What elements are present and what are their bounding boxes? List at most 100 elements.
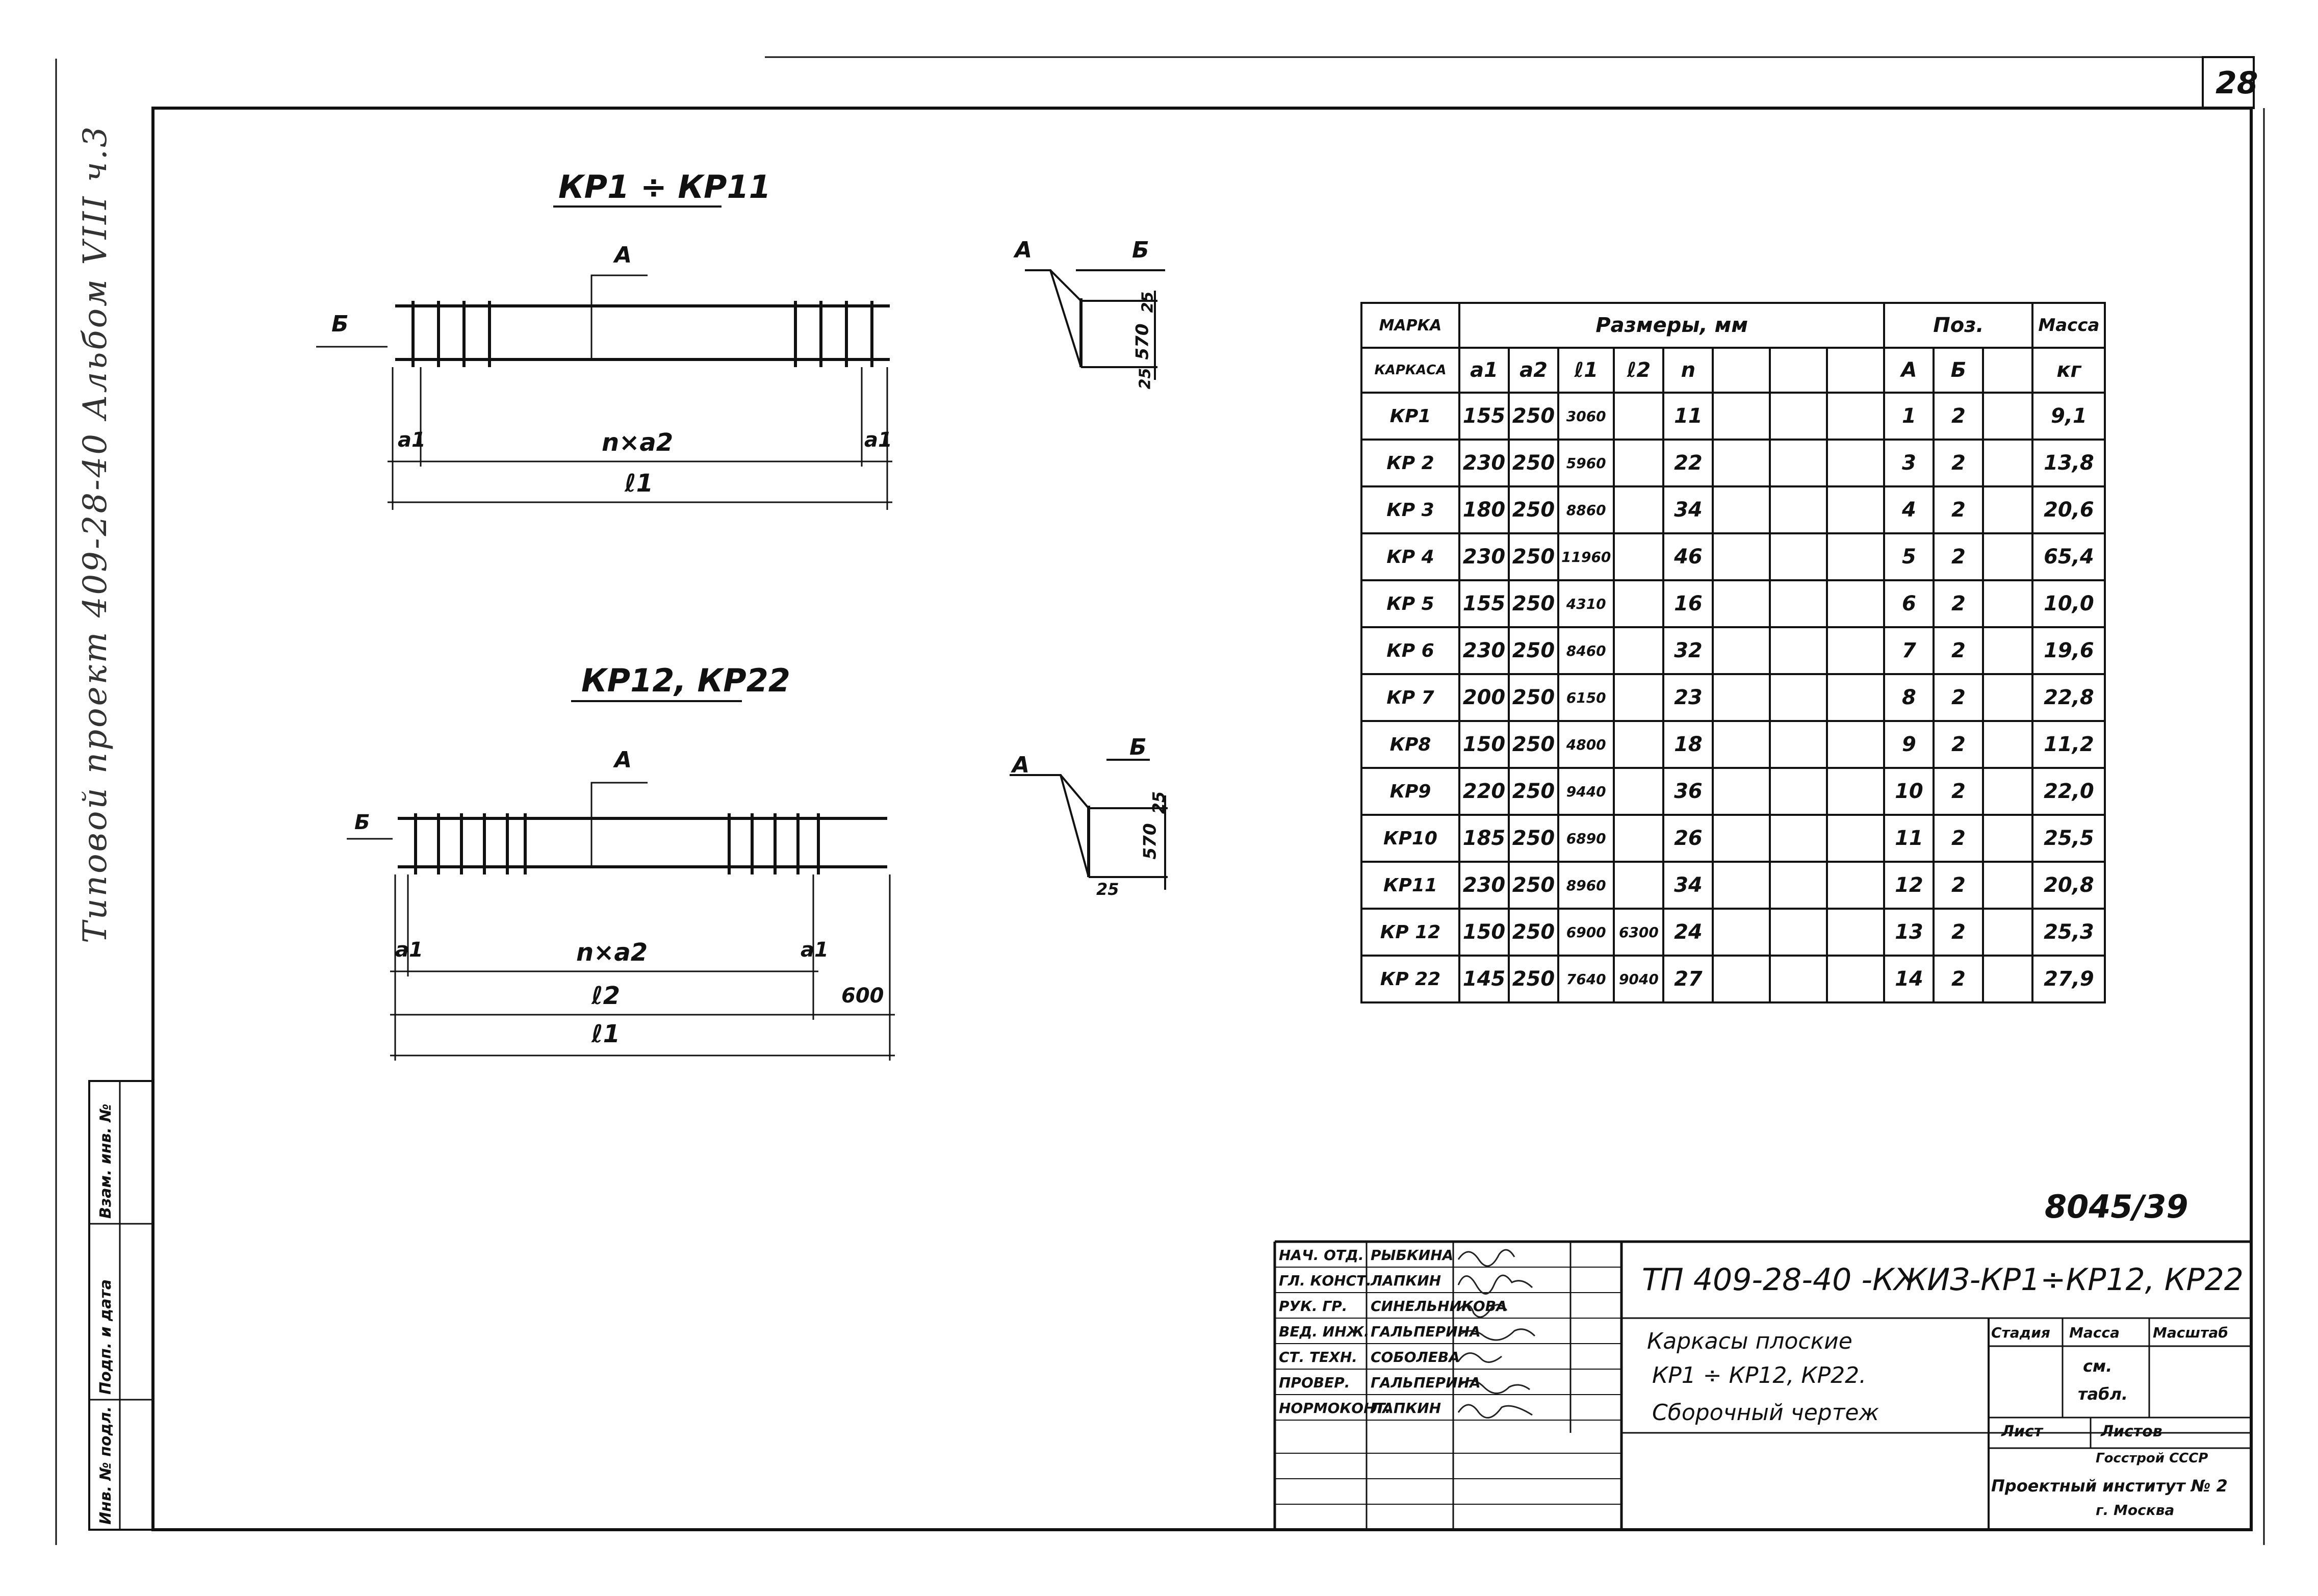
side-cell-vzam: Взам. инв. № [97,1103,115,1219]
table-cell-mass: 11,2 [2031,720,2106,769]
table-cell-mass: 19,6 [2031,626,2106,675]
table-cell-empty [1982,626,2034,675]
table-cell-l1: 8960 [1557,861,1615,910]
table-cell-pa: 9 [1883,720,1935,769]
table-cell-empty [1769,955,1828,1003]
table-cell-empty [1769,532,1828,581]
table-cell-pa: 7 [1883,626,1935,675]
table-cell-m: КР 4 [1360,532,1460,581]
section1-label-a: А [1015,237,1033,263]
table-cell-n: 36 [1662,767,1714,816]
table-cell-pb: 2 [1933,861,1985,910]
table-cell-pb: 2 [1933,720,1985,769]
th-marka: МАРКА [1360,302,1460,349]
th-a1: a1 [1458,347,1510,394]
title-block-listov: Листов [2101,1423,2162,1440]
th-empty4 [1982,347,2034,394]
title-block-list: Лист [2001,1423,2043,1440]
title-block-masshtab: Масштаб [2153,1324,2228,1341]
table-cell-empty [1826,955,1886,1003]
drawing1-label-b: Б [331,311,349,337]
table-cell-l1: 3060 [1557,392,1615,441]
table-cell-l2 [1613,626,1665,675]
th-razmery: Размеры, мм [1458,302,1886,349]
table-cell-pa: 6 [1883,579,1935,628]
section1-dim-25: 25 [1139,291,1157,313]
table-cell-a1: 150 [1458,720,1510,769]
table-cell-empty [1712,861,1771,910]
drawing2-dim-na2: n×a2 [576,938,648,967]
table-cell-m: КР 22 [1360,955,1460,1003]
person-role: НОРМОКОНТ. [1279,1400,1391,1417]
table-cell-mass: 20,8 [2031,861,2106,910]
section2-dim-25: 25 [1149,791,1169,814]
table-cell-empty [1712,626,1771,675]
table-cell-l2: 9040 [1613,955,1665,1003]
table-cell-l2 [1613,767,1665,816]
title-block-code: ТП 409-28-40 -КЖИЗ-КР1÷КР12, КР22 [1642,1262,2244,1298]
table-cell-a2: 250 [1508,485,1559,534]
drawing1-dim-l1: ℓ1 [625,469,654,498]
table-cell-a1: 230 [1458,532,1510,581]
table-cell-a1: 230 [1458,861,1510,910]
table-cell-empty [1712,955,1771,1003]
table-cell-pb: 2 [1933,439,1985,487]
table-cell-a1: 155 [1458,392,1510,441]
table-cell-pb: 2 [1933,485,1985,534]
table-cell-empty [1712,720,1771,769]
table-cell-m: КР 5 [1360,579,1460,628]
section1-dim-570: 570 [1132,323,1153,360]
table-cell-n: 26 [1662,814,1714,863]
table-cell-empty [1826,814,1886,863]
table-cell-l2 [1613,720,1665,769]
person-role: НАЧ. ОТД. [1279,1247,1364,1264]
table-cell-a2: 250 [1508,439,1559,487]
title-block-org1: Госстрой СССР [2096,1451,2208,1466]
table-cell-n: 34 [1662,485,1714,534]
section2-label-a: А [1012,752,1030,778]
table-cell-l1: 8860 [1557,485,1615,534]
table-cell-pa: 14 [1883,955,1935,1003]
title-block-org3: г. Москва [2096,1502,2175,1518]
th-poz: Поз. [1883,302,2034,349]
table-cell-a2: 250 [1508,767,1559,816]
table-cell-empty [1826,767,1886,816]
table-cell-n: 18 [1662,720,1714,769]
table-cell-m: КР 7 [1360,673,1460,722]
person-name: СОБОЛЕВА [1371,1349,1460,1366]
table-cell-a2: 250 [1508,579,1559,628]
table-cell-a1: 180 [1458,485,1510,534]
table-cell-pa: 4 [1883,485,1935,534]
table-cell-empty [1769,392,1828,441]
table-cell-empty [1982,579,2034,628]
title-block-org2: Проектный институт № 2 [1991,1476,2228,1496]
table-cell-pb: 2 [1933,955,1985,1003]
table-cell-empty [1769,579,1828,628]
table-cell-a1: 220 [1458,767,1510,816]
person-name: ЛАПКИН [1371,1272,1441,1289]
table-cell-mass: 13,8 [2031,439,2106,487]
table-cell-l2 [1613,532,1665,581]
table-cell-l2 [1613,673,1665,722]
drawing2-dim-l2: ℓ2 [591,982,621,1010]
table-cell-a2: 250 [1508,392,1559,441]
person-role: РУК. ГР. [1279,1298,1348,1315]
table-cell-mass: 10,0 [2031,579,2106,628]
table-cell-empty [1982,439,2034,487]
table-cell-empty [1982,485,2034,534]
title-block-massa-val1: см. [2083,1356,2113,1376]
table-cell-pa: 1 [1883,392,1935,441]
table-cell-m: КР 12 [1360,908,1460,957]
side-cell-podp: Подп. и дата [97,1279,115,1395]
person-name: ГАЛЬПЕРИНА [1371,1323,1481,1340]
